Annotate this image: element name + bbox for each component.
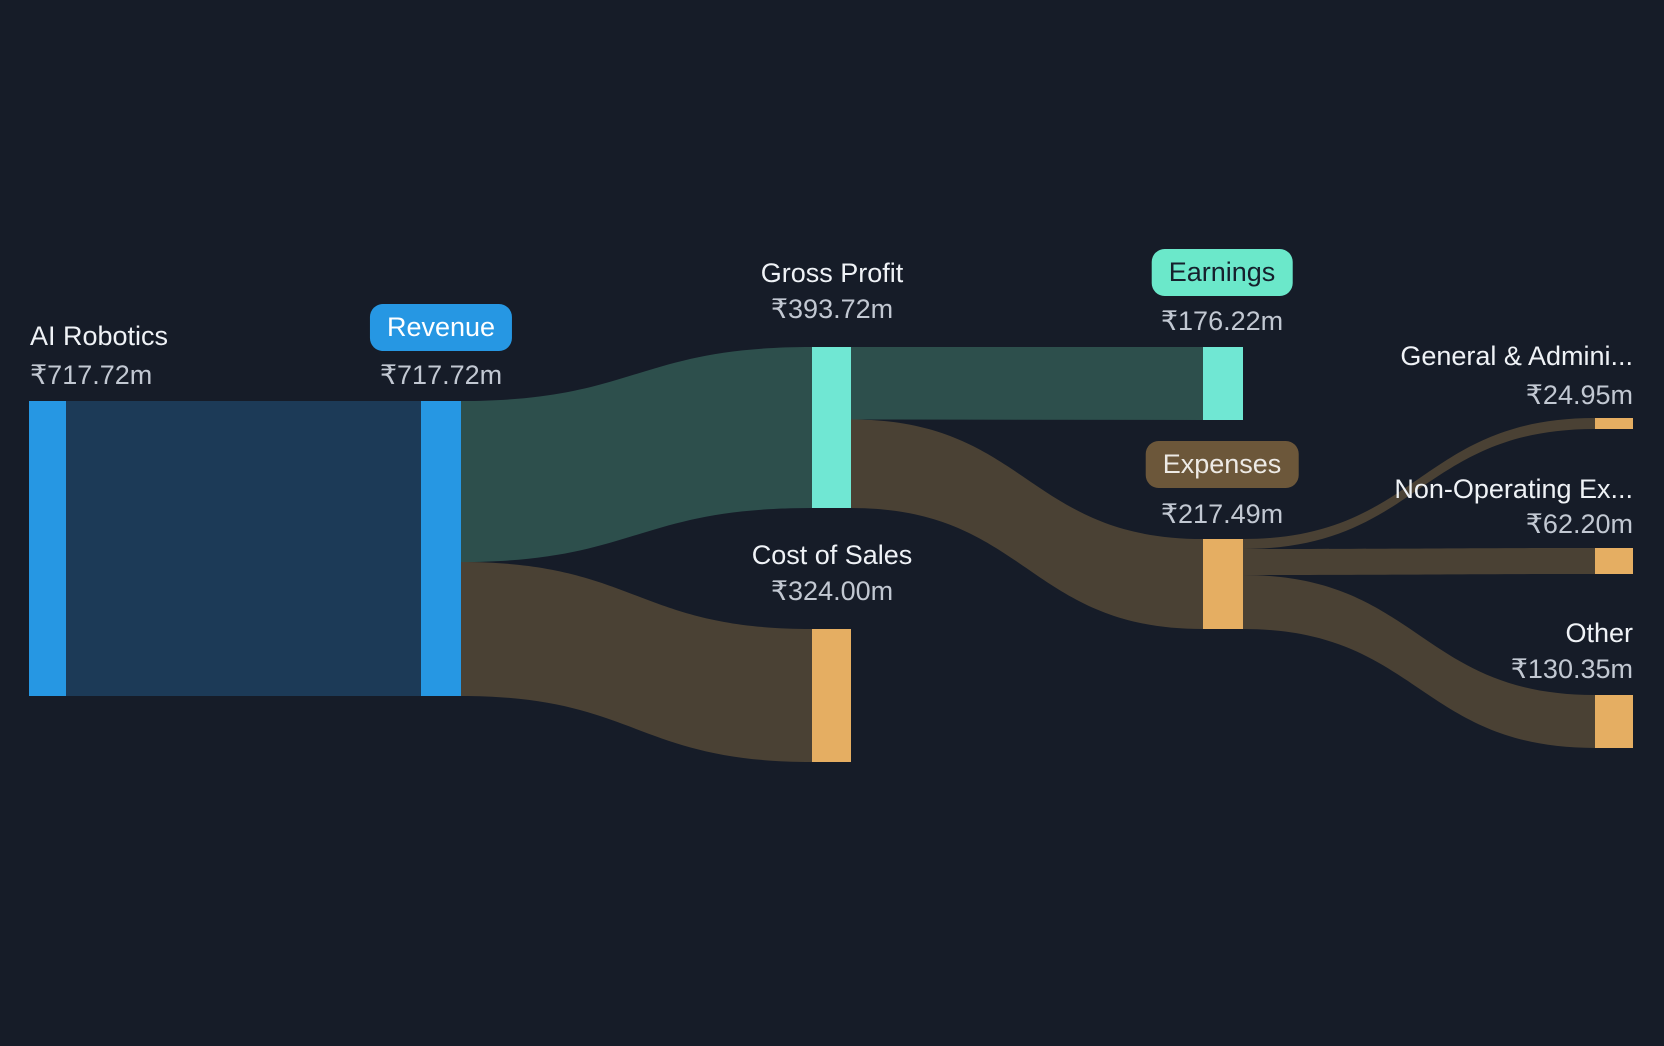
- flow-expenses-to-non-operating[interactable]: [1243, 548, 1595, 575]
- flow-expenses-to-other[interactable]: [1243, 575, 1595, 748]
- label-pill-earnings: Earnings: [1151, 249, 1293, 296]
- flow-gross-profit-to-earnings[interactable]: [851, 347, 1203, 420]
- value-non-operating: ₹62.20m: [1525, 509, 1633, 539]
- label-ai-robotics: AI Robotics: [30, 321, 169, 351]
- node-other[interactable]: [1595, 695, 1633, 748]
- node-expenses[interactable]: [1203, 539, 1243, 629]
- value-gross-profit: ₹393.72m: [770, 294, 894, 324]
- node-cost-of-sales[interactable]: [812, 629, 851, 762]
- value-revenue: ₹717.72m: [379, 360, 503, 390]
- node-general-admin[interactable]: [1595, 418, 1633, 429]
- label-cost-of-sales: Cost of Sales: [751, 540, 913, 570]
- label-other: Other: [1565, 618, 1633, 648]
- flow-revenue-to-cost-of-sales[interactable]: [461, 562, 812, 762]
- label-pill-expenses: Expenses: [1145, 441, 1299, 488]
- flow-expenses-to-general-admin[interactable]: [1243, 418, 1595, 549]
- flow-gross-profit-to-expenses[interactable]: [851, 419, 1203, 630]
- label-general-admin: General & Admini...: [1400, 341, 1633, 371]
- node-revenue[interactable]: [421, 401, 461, 696]
- flow-revenue-to-gross-profit[interactable]: [461, 347, 812, 562]
- label-non-operating: Non-Operating Ex...: [1394, 474, 1633, 504]
- value-other: ₹130.35m: [1510, 654, 1633, 684]
- node-ai-robotics[interactable]: [29, 401, 66, 696]
- value-general-admin: ₹24.95m: [1525, 380, 1633, 410]
- value-earnings: ₹176.22m: [1160, 306, 1284, 336]
- node-non-operating[interactable]: [1595, 548, 1633, 574]
- flow-ai-robotics-to-revenue[interactable]: [66, 401, 421, 696]
- node-gross-profit[interactable]: [812, 347, 851, 508]
- node-earnings[interactable]: [1203, 347, 1243, 420]
- label-pill-revenue: Revenue: [369, 304, 513, 351]
- value-expenses: ₹217.49m: [1160, 499, 1284, 529]
- value-ai-robotics: ₹717.72m: [30, 360, 153, 390]
- value-cost-of-sales: ₹324.00m: [770, 576, 894, 606]
- label-gross-profit: Gross Profit: [760, 258, 904, 288]
